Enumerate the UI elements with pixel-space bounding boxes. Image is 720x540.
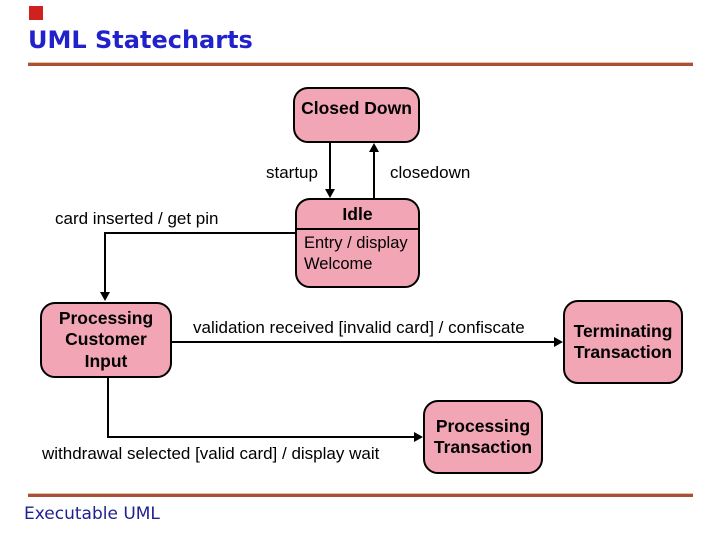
arrowhead-closedown-icon <box>369 143 379 152</box>
arrowhead-withdrawal-icon <box>414 432 423 442</box>
transition-label-withdrawal: withdrawal selected [valid card] / displ… <box>42 444 380 463</box>
page-title: UML Statecharts <box>28 26 253 54</box>
edge-validation <box>172 341 556 343</box>
edge-card-inserted-vertical <box>104 232 106 294</box>
state-idle-label: Idle <box>297 200 418 230</box>
edge-withdrawal-vertical <box>107 377 109 438</box>
state-idle-entry-action: Entry / display Welcome <box>304 234 408 273</box>
transition-label-closedown: closedown <box>390 163 471 182</box>
title-rule <box>28 62 693 66</box>
arrowhead-validation-icon <box>554 337 563 347</box>
transition-label-card-inserted: card inserted / get pin <box>55 209 219 228</box>
state-processing-transaction: Processing Transaction <box>423 400 543 474</box>
state-processing-customer-input: Processing Customer Input <box>40 302 172 378</box>
state-closed-down-label: Closed Down <box>301 98 412 118</box>
state-terminating-transaction: Terminating Transaction <box>563 300 683 384</box>
arrowhead-card-inserted-icon <box>100 292 110 301</box>
edge-withdrawal-horizontal <box>107 436 416 438</box>
arrowhead-startup-icon <box>325 189 335 198</box>
accent-square <box>29 6 43 20</box>
state-terminating-transaction-label: Terminating Transaction <box>573 320 673 362</box>
edge-startup <box>329 143 331 191</box>
state-idle: Idle Entry / display Welcome <box>295 198 420 288</box>
transition-label-startup: startup <box>266 163 318 182</box>
edge-card-inserted-horizontal <box>104 232 295 234</box>
state-closed-down: Closed Down <box>293 87 420 143</box>
transition-label-validation: validation received [invalid card] / con… <box>193 318 525 337</box>
state-processing-customer-input-label: Processing Customer Input <box>58 307 154 371</box>
footer-text: Executable UML <box>24 504 160 524</box>
state-processing-transaction-label: Processing Transaction <box>433 415 533 457</box>
edge-closedown <box>373 152 375 198</box>
footer-rule <box>28 493 693 497</box>
